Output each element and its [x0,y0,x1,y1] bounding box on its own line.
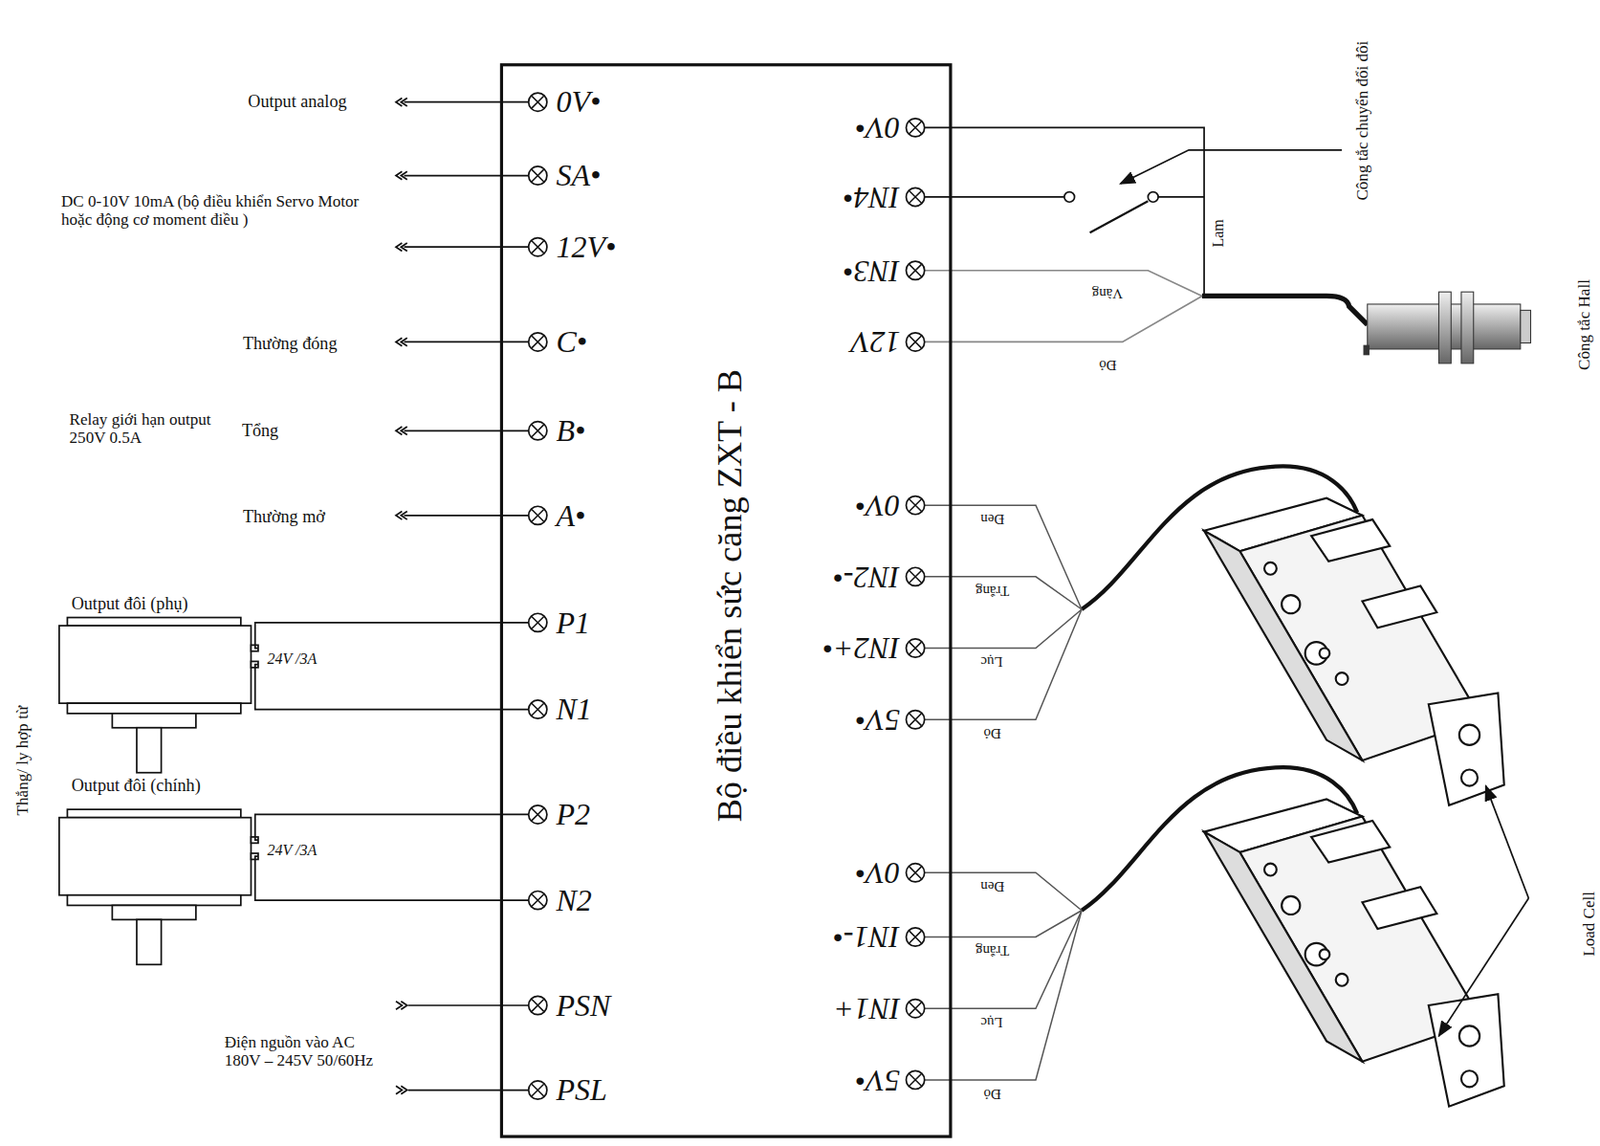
terminal-symbol [528,613,548,632]
terminal-label: N2 [556,881,592,918]
controller-box: Bộ điều khiển sức căng ZXT - B [500,63,953,1139]
label: Thường mở [242,506,326,527]
terminal-symbol [528,995,548,1014]
label: Output analog [247,91,347,112]
device-label: Thắng/ ly hợp từ [13,705,33,816]
terminal-label: P2 [556,796,592,833]
label: DC 0-10V 10mA (bộ điều khiển Servo Motor… [61,191,368,229]
terminal-label: IN2+• [822,630,900,666]
terminal-label: IN4• [842,178,899,215]
terminal-symbol [528,166,548,185]
terminal-label: SA• [556,157,602,194]
terminal-label: 0V• [556,84,602,120]
terminal-symbol [528,92,548,111]
terminal-label: P1 [556,604,592,640]
wire-color: Đỏ [983,724,1001,742]
wire-color: Đỏ [983,1084,1001,1101]
terminal-symbol [905,710,924,729]
terminal-label: 0V• [854,486,900,523]
wire-color: Lục [980,653,1003,670]
wire-color: Vàng [1092,284,1123,302]
wire-color: Lam [1210,219,1228,247]
terminal-label: IN2-• [832,558,900,594]
terminal-symbol [528,890,548,909]
terminal-symbol [905,999,924,1018]
label: Điện nguồn vào AC 180V – 245V 50/60Hz [224,1031,394,1070]
terminal-symbol [905,187,924,206]
terminal-symbol [528,421,548,440]
terminal-label: 5V• [854,1061,900,1097]
terminal-symbol [905,863,924,882]
device-label: Output đôi (chính) [71,775,201,796]
terminal-symbol [905,638,924,658]
terminal-symbol [905,1070,924,1089]
controller-title: Bộ điều khiển sức căng ZXT - B [709,368,750,821]
terminal-symbol [528,332,548,351]
rating: 24V /3A [267,649,318,667]
terminal-symbol [528,238,548,257]
terminal-label: 5V• [854,701,900,738]
wire-color: Trắng [975,581,1009,598]
part-label: Load Cell [1579,891,1600,957]
terminal-symbol [905,261,924,280]
terminal-symbol [528,700,548,719]
terminal-symbol [905,118,924,137]
terminal-label: C• [556,324,589,360]
rating: 24V /3A [267,841,318,859]
terminal-symbol [905,332,924,351]
wire-color: Đỏ [1098,355,1117,373]
terminal-label: 0V• [854,109,900,146]
terminal-label: 12V• [556,229,617,265]
terminal-label: A• [556,497,587,533]
label: Tổng [241,420,279,441]
terminal-symbol [905,567,924,586]
terminal-label: 12V [851,324,901,360]
part-label: Công tắc Hall [1574,279,1594,371]
terminal-label: PSN [556,986,612,1023]
terminal-symbol [528,1080,548,1099]
terminal-label: B• [556,413,587,449]
terminal-label: PSL [556,1072,608,1108]
terminal-label: 0V• [854,854,900,891]
terminal-symbol [905,496,924,515]
terminal-symbol [528,505,548,525]
terminal-label: IN3• [842,252,899,288]
label: Relay giới hạn output 250V 0.5A [69,409,213,447]
device-label: Output đôi (phụ) [71,593,189,614]
terminal-label: N1 [556,691,592,727]
terminal-symbol [528,805,548,824]
part-label: Công tắc chuyển đổi đôi [1353,41,1373,201]
terminal-symbol [905,927,924,946]
wire-color: Đen [980,877,1005,895]
terminal-label: IN1-• [832,919,900,955]
wire-color: Lục [980,1013,1003,1031]
label: Thường đóng [242,333,338,354]
wire-color: Trắng [975,942,1009,959]
terminal-label: IN1+ [833,990,901,1027]
wire-color: Đen [980,510,1005,527]
